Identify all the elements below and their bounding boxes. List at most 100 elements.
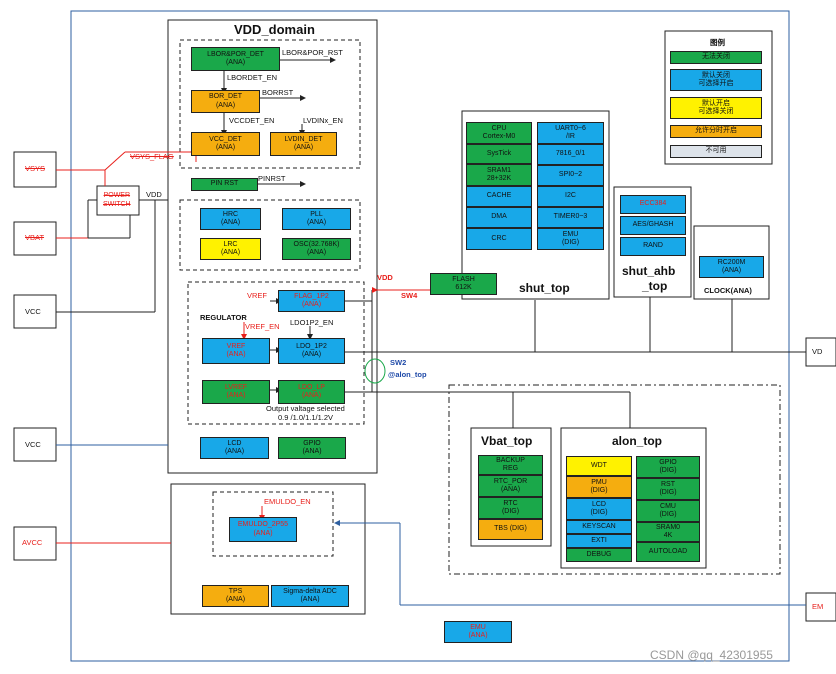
- dma-block: DMA: [466, 207, 532, 228]
- block-label: VREF: [226, 342, 246, 350]
- sram0-block: SRAM0 4K: [636, 522, 700, 542]
- block-label: GPIO: [659, 458, 677, 466]
- debug-block: DEBUG: [566, 548, 632, 562]
- block-label: EMU: [470, 623, 486, 631]
- borrst-label: BORRST: [262, 88, 294, 97]
- block-label: DMA: [491, 213, 507, 221]
- rc200m-block: RC200M (ANA): [699, 256, 764, 278]
- ldo-1p2-block: LDO_1P2 (ANA): [278, 338, 345, 364]
- cmu-dig-block: CMU (DIG): [636, 500, 700, 522]
- block-sublabel: (ANA): [215, 101, 236, 109]
- block-label: TPS: [228, 587, 243, 595]
- ecc384-block: ECC384: [620, 195, 686, 214]
- alon-top-title: alon_top: [612, 434, 662, 448]
- sw2-alon-label: @alon_top: [388, 370, 427, 379]
- block-sublabel: SWITCH: [103, 201, 131, 208]
- uart-block: UART0~6 /IR: [537, 122, 604, 144]
- tbs-block: TBS (DIG): [478, 519, 543, 540]
- vdd-right-label: VD: [812, 347, 823, 356]
- block-label: ECC384: [639, 200, 667, 208]
- block-label: DEBUG: [586, 550, 612, 558]
- block-label: CMU: [660, 502, 676, 510]
- block-label: CPU: [491, 124, 507, 132]
- block-label: SRAM1: [486, 166, 512, 174]
- vbat-top-title: Vbat_top: [481, 434, 533, 448]
- block-label: RC200M: [717, 258, 746, 266]
- block-sublabel: (ANA): [306, 219, 327, 226]
- block-sublabel: REG: [502, 465, 519, 472]
- vdd-domain-title: VDD_domain: [234, 22, 315, 37]
- title-line-1: shut_ahb: [622, 264, 676, 278]
- vcc-det-block: VCC_DET (ANA): [191, 132, 260, 156]
- block-label: Sigma-delta ADC: [283, 587, 337, 595]
- block-sublabel: 612K: [455, 284, 472, 291]
- ldo-lp-block: LDO_LP (ANA): [278, 380, 345, 404]
- vbat-source: VBAT: [25, 233, 45, 242]
- lcd-dig-block: LCD (DIG): [566, 498, 632, 520]
- regulator-label: REGULATOR: [200, 313, 247, 322]
- block-label: FLAG_1P2: [294, 292, 329, 300]
- block-label: SPI0~2: [558, 171, 583, 179]
- legend-item-time-shared: 允许分时开启: [670, 125, 762, 138]
- lbor-por-rst-label: LBOR&POR_RST: [282, 48, 343, 57]
- avcc-source: AVCC: [22, 538, 43, 547]
- block-sublabel: (DIG): [561, 239, 580, 246]
- legend-item-unavailable: 不可用: [670, 145, 762, 158]
- output-voltage-label: Output valtage selected: [266, 404, 345, 413]
- block-sublabel: (ANA): [225, 59, 246, 66]
- legend-item-always-on: 无法关闭: [670, 51, 762, 64]
- title-line-2: _top: [642, 279, 668, 293]
- emu-ana-block: EMU (ANA): [444, 621, 512, 643]
- vdd-label: VDD: [146, 190, 162, 199]
- block-label: 7816_0/1: [555, 150, 586, 158]
- legend-text: 不可用: [705, 147, 727, 155]
- vref-signal-label: VREF: [247, 291, 268, 300]
- block-label: EXTI: [591, 536, 607, 544]
- block-sublabel: (ANA): [226, 392, 246, 399]
- vref-en-label: VREF_EN: [245, 322, 280, 331]
- timer-block: TIMER0~3: [537, 207, 604, 228]
- block-sublabel: (ANA): [301, 301, 322, 308]
- clock-title: CLOCK(ANA): [704, 286, 752, 295]
- gpio-dig-block: GPIO (DIG): [636, 456, 700, 478]
- osc-block: OSC(32.768K) (ANA): [282, 238, 351, 260]
- block-sublabel: (ANA): [306, 249, 327, 256]
- block-label: WDT: [591, 461, 607, 469]
- lvdinx-en-label: LVDINx_EN: [303, 116, 343, 125]
- block-sublabel: (ANA): [302, 448, 322, 455]
- block-label: AES/GHASH: [632, 221, 674, 229]
- lvdin-det-block: LVDIN_DET (ANA): [270, 132, 337, 156]
- block-label: PLL: [310, 210, 323, 218]
- block-sublabel: (ANA): [215, 144, 236, 151]
- rst-dig-block: RST (DIG): [636, 478, 700, 500]
- block-sublabel: (ANA): [301, 392, 322, 399]
- iso7816-block: 7816_0/1: [537, 144, 604, 165]
- emu-right-label: EM: [812, 602, 824, 611]
- block-label: LDO_1P2: [296, 342, 327, 350]
- block-label: LRC: [223, 240, 238, 248]
- block-label: KEYSCAN: [582, 522, 616, 530]
- block-sublabel: (ANA): [224, 448, 245, 455]
- rtc-por-block: RTC_POR (ANA): [478, 475, 543, 497]
- block-label: EMULDO_2P55: [237, 521, 289, 529]
- vccdet-en-label: VCCDET_EN: [229, 116, 275, 125]
- pinrst-label: PINRST: [258, 174, 286, 183]
- tps-block: TPS (ANA): [202, 585, 269, 607]
- output-voltage-values: 0.9 /1.0/1.1/1.2V: [278, 413, 334, 422]
- legend-text: 允许分时开启: [695, 127, 737, 135]
- block-label: AUTOLOAD: [648, 547, 688, 555]
- block-label: PIN RST: [210, 180, 239, 188]
- block-sublabel: (DIG): [590, 487, 608, 494]
- pin-rst-block: PIN RST: [191, 178, 258, 191]
- block-label: OSC(32.768K): [293, 240, 340, 248]
- emuldo-block: EMULDO_2P55 (ANA): [229, 517, 297, 542]
- keyscan-block: KEYSCAN: [566, 520, 632, 534]
- bor-det-block: BOR_DET (ANA): [191, 90, 260, 113]
- systick-block: SysTick: [466, 144, 532, 164]
- shut-ahb-title: shut_ahb _top: [622, 264, 675, 294]
- legend-text: 默认开启: [702, 99, 730, 107]
- vsys-source: VSYS: [25, 164, 46, 173]
- lbor-por-det-block: LBOR&POR_DET (ANA): [191, 47, 280, 71]
- shut-top-title: shut_top: [519, 281, 570, 295]
